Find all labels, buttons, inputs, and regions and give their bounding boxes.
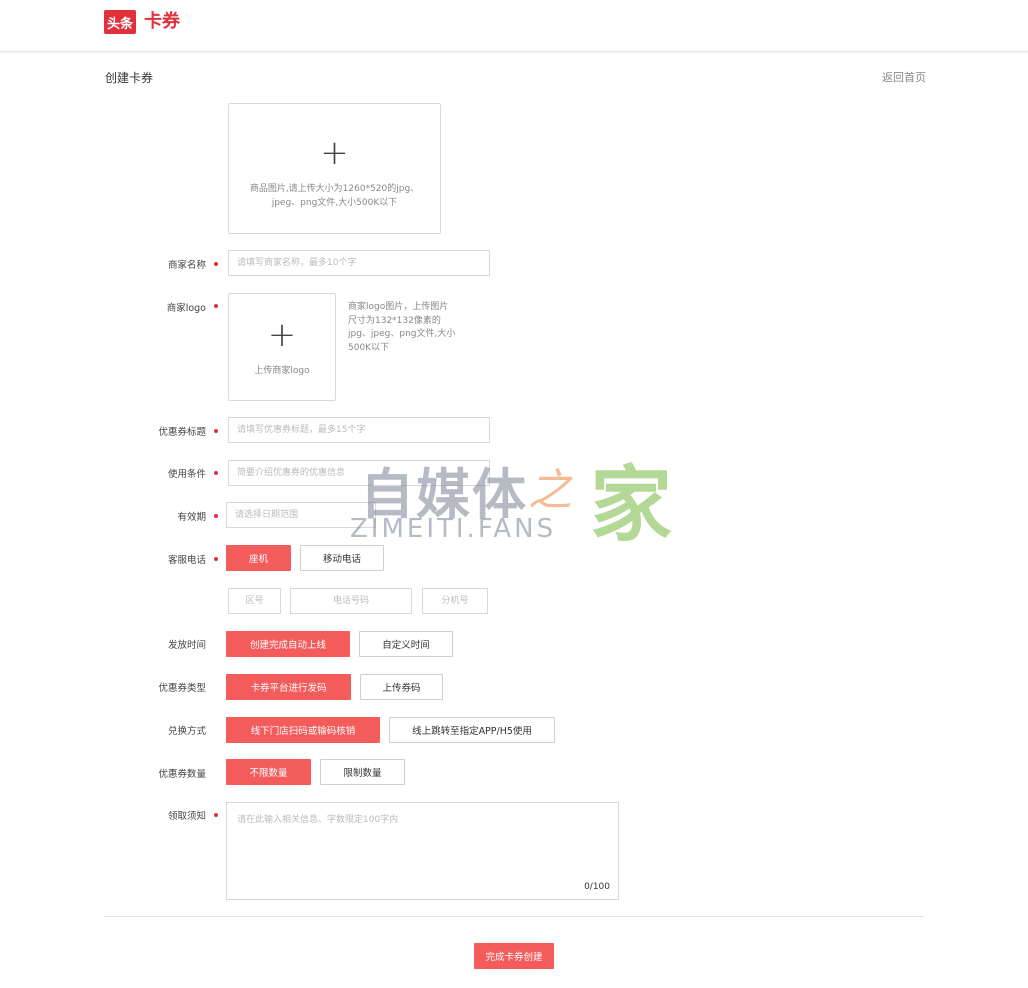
- merchant-logo-upload-label: 上传商家logo: [254, 366, 310, 376]
- area-code-input[interactable]: [228, 588, 281, 614]
- required-dot: [214, 304, 218, 308]
- merchant-logo-label: 商家logo: [166, 303, 206, 314]
- coupon-title-label: 优惠券标题: [158, 427, 206, 438]
- quantity-unlimited-button[interactable]: 不限数量: [226, 759, 311, 785]
- quantity-limited-button[interactable]: 限制数量: [320, 759, 405, 785]
- coupon-logo-text[interactable]: 卡券: [144, 11, 180, 32]
- conditions-input[interactable]: [228, 460, 490, 486]
- coupon-type-label: 优惠券类型: [158, 683, 206, 694]
- notice-textarea[interactable]: [227, 803, 618, 899]
- coupon-title-input[interactable]: [228, 417, 490, 443]
- required-dot: [214, 471, 218, 475]
- redeem-online-button[interactable]: 线上跳转至指定APP/H5使用: [389, 717, 555, 743]
- notice-textarea-box: 0/100: [226, 802, 619, 900]
- validity-label: 有效期: [177, 512, 206, 523]
- footer-divider: [104, 916, 924, 917]
- release-auto-button[interactable]: 创建完成自动上线: [226, 631, 350, 657]
- back-home-link[interactable]: 返回首页: [882, 71, 926, 84]
- product-image-hint: 商品图片,请上传大小为1260*520的jpg、 jpeg、png文件,大小50…: [249, 184, 420, 208]
- required-dot: [214, 429, 218, 433]
- submit-create-coupon-button[interactable]: 完成卡券创建: [474, 943, 554, 969]
- required-dot: [214, 557, 218, 561]
- toutiao-logo-badge[interactable]: 头条: [104, 10, 136, 34]
- release-custom-button[interactable]: 自定义时间: [359, 631, 453, 657]
- watermark-sub-text: ZIMEITI.FANS: [350, 514, 557, 544]
- product-image-upload[interactable]: + 商品图片,请上传大小为1260*520的jpg、 jpeg、png文件,大小…: [228, 103, 441, 234]
- top-bar: 头条 卡券: [0, 0, 1028, 52]
- redeem-label: 兑换方式: [167, 726, 206, 737]
- merchant-name-input[interactable]: [228, 250, 490, 276]
- merchant-name-label: 商家名称: [167, 260, 206, 271]
- phone-number-input[interactable]: [290, 588, 412, 614]
- release-time-label: 发放时间: [167, 640, 206, 651]
- required-dot: [214, 262, 218, 266]
- page-title: 创建卡券: [105, 71, 154, 85]
- notice-label: 领取须知: [167, 811, 206, 822]
- extension-input[interactable]: [422, 588, 488, 614]
- watermark-jia-text: 家: [590, 458, 673, 553]
- coupon-type-upload-button[interactable]: 上传券码: [360, 674, 443, 700]
- watermark-zhi-text: 之: [528, 465, 572, 516]
- validity-date-input[interactable]: [226, 502, 376, 528]
- merchant-logo-hint: 商家logo图片，上传图片 尺寸为132*132像素的 jpg、jpeg、png…: [348, 302, 456, 353]
- plus-icon: +: [267, 315, 297, 355]
- quantity-label: 优惠券数量: [158, 769, 206, 780]
- notice-char-counter: 0/100: [584, 882, 610, 892]
- merchant-logo-upload[interactable]: + 上传商家logo: [228, 293, 336, 401]
- phone-label: 客服电话: [167, 555, 206, 566]
- redeem-offline-button[interactable]: 线下门店扫码或输码核销: [226, 717, 380, 743]
- required-dot: [214, 514, 218, 518]
- phone-landline-button[interactable]: 座机: [226, 545, 291, 571]
- watermark: 自媒体 之 家 ZIMEITI.FANS: [350, 440, 690, 553]
- phone-mobile-button[interactable]: 移动电话: [300, 545, 384, 571]
- conditions-label: 使用条件: [167, 469, 206, 480]
- coupon-type-platform-button[interactable]: 卡券平台进行发码: [226, 674, 351, 700]
- plus-icon: +: [320, 133, 349, 173]
- required-dot: [214, 813, 218, 817]
